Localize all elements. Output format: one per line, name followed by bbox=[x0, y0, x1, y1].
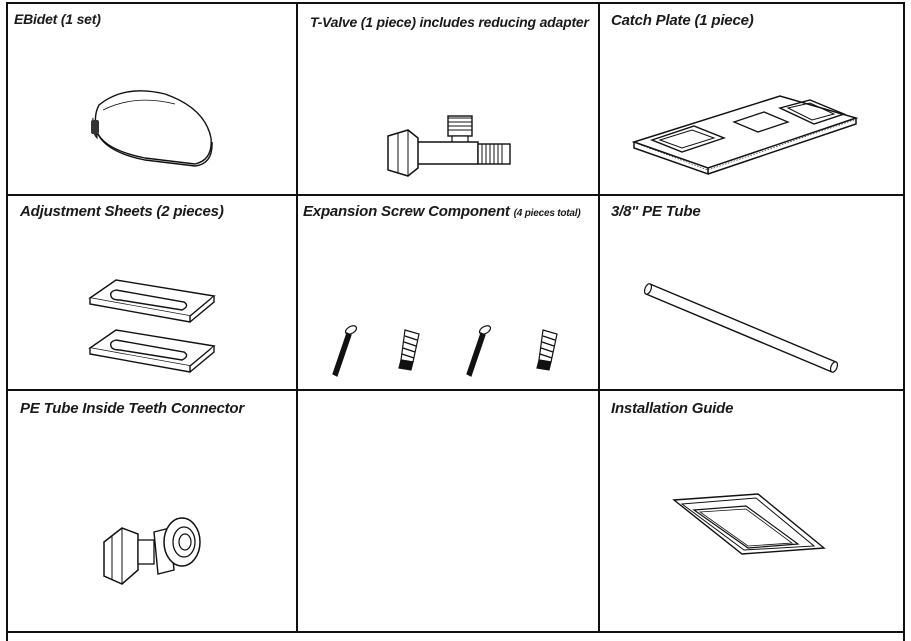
table-row-divider-1 bbox=[6, 194, 905, 196]
table-row-divider-3 bbox=[6, 631, 905, 633]
item-label-ebidet: EBidet (1 set) bbox=[14, 11, 101, 27]
item-label-adjustment-sheets: Adjustment Sheets (2 pieces) bbox=[20, 203, 224, 220]
expansion-screw-label-main: Expansion Screw Component bbox=[303, 203, 510, 220]
item-label-expansion-screw: Expansion Screw Component (4 pieces tota… bbox=[303, 203, 581, 220]
item-label-installation-guide: Installation Guide bbox=[611, 400, 734, 417]
table-border-right bbox=[903, 2, 905, 641]
expansion-screw-label-count: (4 pieces total) bbox=[513, 208, 581, 219]
table-col-divider-1 bbox=[296, 2, 298, 633]
item-label-catch-plate: Catch Plate (1 piece) bbox=[611, 12, 754, 29]
installation-guide-icon bbox=[672, 493, 826, 555]
adjustment-sheets-icon bbox=[88, 279, 216, 373]
table-border-left bbox=[6, 2, 8, 641]
table-row-divider-2 bbox=[6, 389, 905, 391]
table-col-divider-2 bbox=[598, 2, 600, 633]
teeth-connector-icon bbox=[103, 517, 201, 585]
item-label-teeth-connector: PE Tube Inside Teeth Connector bbox=[20, 400, 245, 417]
table-border-top bbox=[6, 2, 905, 4]
item-label-pe-tube: 3/8" PE Tube bbox=[611, 203, 701, 220]
item-label-t-valve: T-Valve (1 piece) includes reducing adap… bbox=[310, 14, 589, 30]
expansion-screws-icon bbox=[332, 325, 558, 377]
t-valve-icon bbox=[387, 115, 511, 177]
catch-plate-icon bbox=[631, 95, 859, 176]
bidet-seat-icon bbox=[91, 90, 213, 167]
pe-tube-icon bbox=[643, 283, 839, 373]
